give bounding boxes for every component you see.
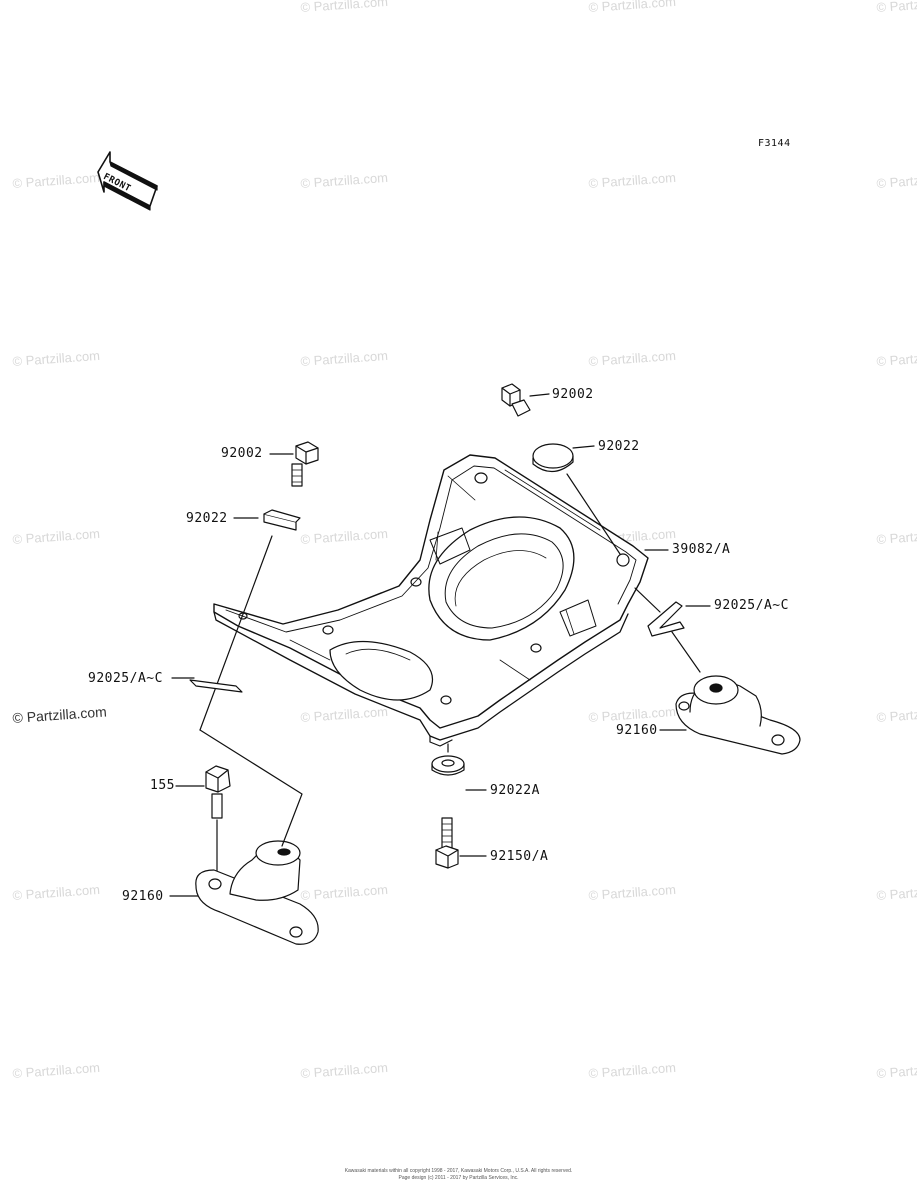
mount-92160-left bbox=[169, 729, 319, 945]
label-bolt-bottom: 92150/A bbox=[490, 849, 549, 864]
bolt-92002-top-right bbox=[501, 383, 550, 417]
footer-design: Page design (c) 2011 - 2017 by Partzilla… bbox=[398, 1175, 519, 1181]
label-mount-right: 92160 bbox=[616, 723, 658, 738]
washer-92022-left bbox=[199, 509, 301, 731]
footer-copyright: Kawasaki materials within all copyright … bbox=[344, 1168, 573, 1174]
washer-92022-top-right bbox=[532, 443, 621, 555]
label-clip-left: 92025/A~C bbox=[88, 671, 163, 686]
label-mount-left: 92160 bbox=[122, 889, 164, 904]
label-bracket: 39082/A bbox=[672, 542, 731, 557]
label-bolt-155: 155 bbox=[150, 778, 175, 793]
label-washer-left: 92022 bbox=[186, 511, 228, 526]
bolt-155 bbox=[175, 765, 231, 881]
figure-code: F3144 bbox=[758, 138, 791, 149]
clip-92025-right bbox=[634, 587, 711, 637]
front-arrow-icon bbox=[97, 151, 158, 211]
label-clip-right: 92025/A~C bbox=[714, 598, 789, 613]
bolt-92002-left bbox=[269, 441, 319, 487]
bolt-92150a bbox=[435, 817, 487, 869]
washer-92022a bbox=[431, 743, 487, 791]
mount-92160-right bbox=[659, 631, 801, 755]
bracket-plate bbox=[213, 454, 649, 747]
label-washer-bottom: 92022A bbox=[490, 783, 540, 798]
label-bolt-top-right: 92002 bbox=[552, 387, 594, 402]
label-bolt-left: 92002 bbox=[221, 446, 263, 461]
label-washer-top-right: 92022 bbox=[598, 439, 640, 454]
clip-92025-left bbox=[171, 677, 243, 693]
